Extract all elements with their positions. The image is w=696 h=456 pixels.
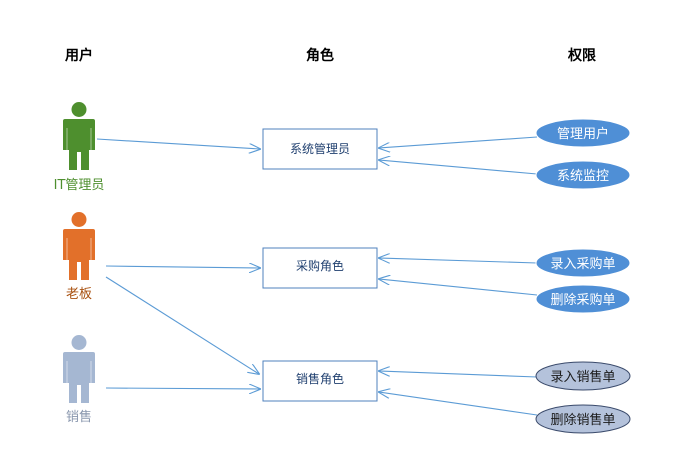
user-sales: 销售 xyxy=(63,335,95,425)
user-label: 老板 xyxy=(66,287,92,302)
connectors xyxy=(96,136,538,416)
permission-role-arrow xyxy=(379,279,538,296)
user-label: 销售 xyxy=(66,409,92,425)
header-roles: 角色 xyxy=(306,47,334,64)
permission-role-arrow xyxy=(379,371,538,378)
permission-ellipse xyxy=(535,361,631,391)
role-sales: 销售角色 xyxy=(262,360,378,402)
permission-role-arrow xyxy=(379,258,538,264)
permission-enter-purchase-order: 录入采购单 xyxy=(535,248,631,278)
permission-label: 录入销售单 xyxy=(550,369,615,385)
permission-ellipse xyxy=(535,118,631,148)
permission-label: 录入采购单 xyxy=(550,256,615,272)
permission-ellipse xyxy=(535,404,631,434)
person-body xyxy=(63,119,95,170)
person-icon xyxy=(63,212,95,280)
role-label: 销售角色 xyxy=(296,371,344,386)
permission-role-arrow xyxy=(379,136,538,148)
permission-label: 删除销售单 xyxy=(550,412,615,428)
person-head xyxy=(71,102,87,117)
role-label: 系统管理员 xyxy=(290,141,350,156)
permission-delete-sales-order: 删除销售单 xyxy=(535,404,631,434)
permission-ellipse xyxy=(535,248,631,278)
header-permissions: 权限 xyxy=(567,47,596,64)
role-label: 采购角色 xyxy=(296,258,344,273)
permission-role-arrow xyxy=(379,160,538,175)
user-role-arrow xyxy=(96,138,260,149)
permission-ellipse xyxy=(535,284,631,314)
role-box xyxy=(262,128,378,170)
permission-label: 系统监控 xyxy=(557,169,609,184)
user-label: IT管理员 xyxy=(54,178,105,193)
permission-enter-sales-order: 录入销售单 xyxy=(535,361,631,391)
permission-role-arrow xyxy=(379,392,538,416)
role-box xyxy=(262,360,378,402)
person-icon xyxy=(63,102,95,170)
person-head xyxy=(71,335,87,350)
permission-label: 删除采购单 xyxy=(550,292,615,308)
person-head xyxy=(71,212,87,227)
user-it-admin: IT管理员 xyxy=(54,102,105,193)
role-box xyxy=(262,247,378,289)
role-purchasing: 采购角色 xyxy=(262,247,378,289)
permission-manage-users: 管理用户 xyxy=(535,118,631,148)
user-role-arrow xyxy=(105,276,259,374)
permission-label: 管理用户 xyxy=(557,126,609,142)
user-role-arrow xyxy=(105,388,260,389)
person-icon xyxy=(63,335,95,403)
permission-ellipse xyxy=(535,160,631,190)
person-body xyxy=(63,352,95,403)
role-system-admin: 系统管理员 xyxy=(262,128,378,170)
user-role-arrow xyxy=(105,266,260,268)
permission-system-monitor: 系统监控 xyxy=(535,160,631,190)
header-users: 用户 xyxy=(65,47,93,64)
user-boss: 老板 xyxy=(63,212,95,302)
permission-delete-purchase-order: 删除采购单 xyxy=(535,284,631,314)
person-body xyxy=(63,229,95,280)
